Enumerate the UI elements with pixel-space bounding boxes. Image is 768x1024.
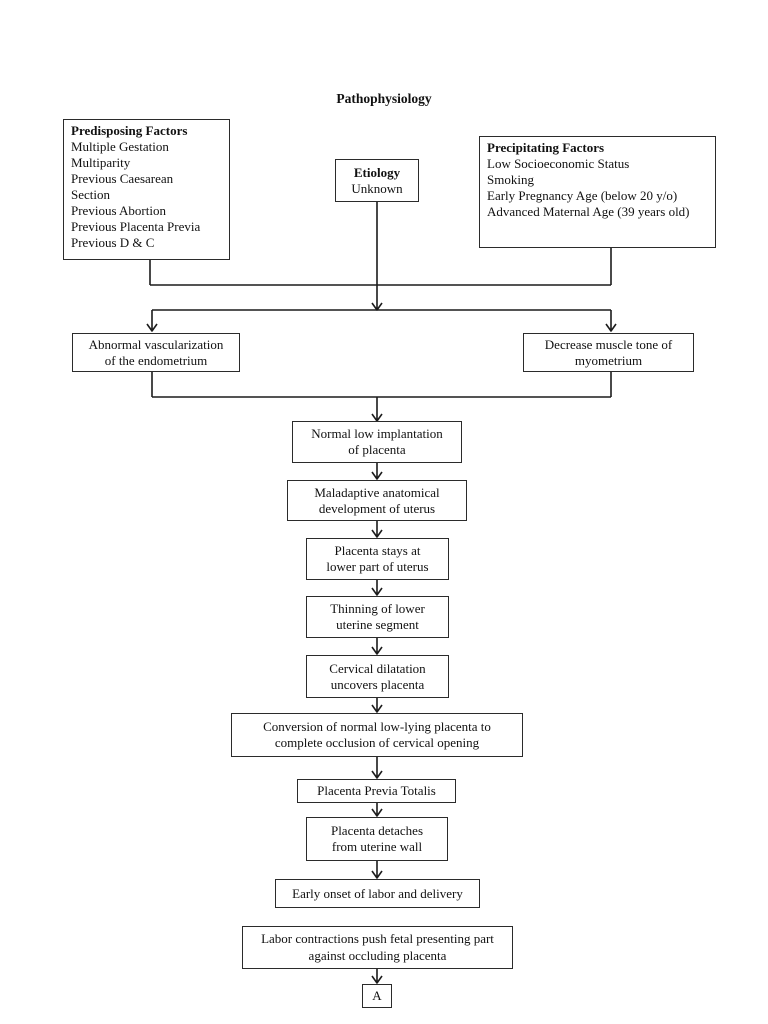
node-predisposing-factors: Predisposing Factors Multiple Gestation … [63,119,230,260]
node-maladaptive-development: Maladaptive anatomical development of ut… [287,480,467,521]
node-labor-contractions: Labor contractions push fetal presenting… [242,926,513,969]
chain-arrows [371,463,383,984]
node-placenta-stays: Placenta stays at lower part of uterus [306,538,449,580]
node-connector-a: A [362,984,392,1008]
precipitating-factors-header: Precipitating Factors [487,140,605,155]
node-decrease-muscle-tone: Decrease muscle tone of myometrium [523,333,694,372]
etiology-header: Etiology [353,164,401,180]
node-abnormal-vascularization: Abnormal vascularization of the endometr… [72,333,240,372]
node-normal-low-implantation: Normal low implantation of placenta [292,421,462,463]
etiology-value: Unknown [351,180,403,196]
page-title: Pathophysiology [336,91,432,106]
predisposing-factors-items: Multiple Gestation Multiparity Previous … [71,139,201,250]
node-precipitating-factors: Precipitating Factors Low Socioeconomic … [479,136,716,248]
node-placenta-detaches: Placenta detaches from uterine wall [306,817,448,861]
merge-lines-top [149,248,612,286]
node-early-onset-labor: Early onset of labor and delivery [275,879,480,908]
merge-lines-mid [151,372,612,422]
node-thinning-lower-segment: Thinning of lower uterine segment [306,596,449,638]
precipitating-factors-items: Low Socioeconomic Status Smoking Early P… [487,156,690,219]
node-conversion-occlusion: Conversion of normal low-lying placenta … [231,713,523,757]
node-placenta-previa-totalis: Placenta Previa Totalis [297,779,456,803]
split-lines [146,309,617,332]
node-cervical-dilatation: Cervical dilatation uncovers placenta [306,655,449,698]
arrow-etiology-to-split [371,202,383,311]
predisposing-factors-header: Predisposing Factors [71,123,188,138]
node-etiology: Etiology Unknown [335,159,419,202]
